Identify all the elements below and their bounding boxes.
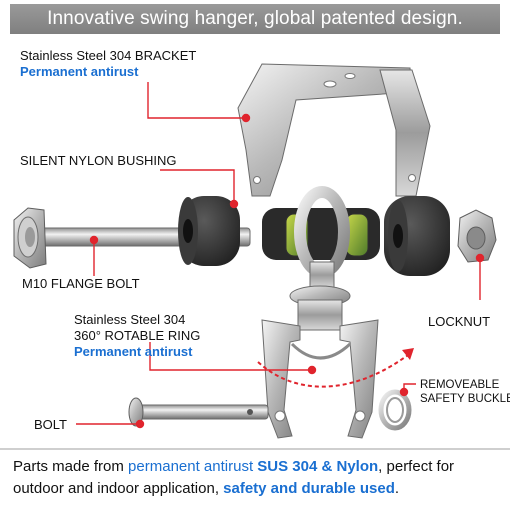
ring-antirust-label: Permanent antirust — [74, 344, 193, 359]
ring-rotation-label: 360° ROTABLE RING — [74, 328, 201, 343]
locknut — [457, 209, 497, 263]
bracket-antirust-label: Permanent antirust — [20, 64, 139, 79]
footer-text-part3: SUS 304 & Nylon — [257, 458, 379, 475]
safety-buckle-ring — [378, 389, 412, 431]
footer-panel — [0, 446, 510, 510]
nylon-bushing-left — [178, 196, 240, 266]
leader-ring — [149, 342, 312, 371]
footer-description: Parts made from permanent antirust SUS 3… — [13, 456, 503, 500]
swivel-bearing-assembly — [262, 186, 380, 289]
leader-flange-bolt-dot — [89, 235, 99, 245]
leader-bracket-dot — [241, 113, 251, 123]
footer-text-part4: , perfect for outdoor and indoor applica… — [13, 458, 455, 497]
bracket-label: Stainless Steel 304 BRACKET — [20, 48, 197, 63]
flange-bolt-label: M10 FLANGE BOLT — [22, 276, 140, 291]
leader-bolt-dot — [135, 419, 145, 429]
footer-divider — [0, 448, 510, 450]
footer-text-part2: permanent antirust — [128, 458, 258, 475]
leader-bracket — [147, 82, 246, 119]
bushing-label: SILENT NYLON BUSHING — [20, 153, 177, 168]
stainless-bracket — [237, 63, 431, 197]
buckle-label-line2: SAFETY BUCKLE — [420, 393, 510, 405]
locknut-label: LOCKNUT — [428, 314, 491, 329]
banner-title: Innovative swing hanger, global patented… — [47, 8, 463, 29]
leader-bushing — [160, 169, 235, 204]
clevis-pin — [128, 397, 269, 427]
rotatable-ring-clevis — [261, 285, 379, 439]
leader-bushing-dot — [229, 199, 239, 209]
callout-leaders — [76, 82, 485, 429]
bolt-label: BOLT — [34, 417, 67, 432]
leader-ring-dot — [307, 365, 317, 375]
buckle-label-line1: REMOVEABLE — [420, 379, 500, 391]
title-banner: Innovative swing hanger, global patented… — [10, 4, 500, 34]
nylon-bushing-right — [384, 196, 450, 276]
rotation-arrow — [257, 348, 414, 388]
footer-text-part1: Parts made from — [13, 458, 129, 475]
footer-text-part6: . — [394, 480, 400, 497]
ring-material-label: Stainless Steel 304 — [74, 312, 186, 327]
leader-locknut-dot — [475, 253, 485, 263]
footer-text-part5: safety and durable used — [223, 480, 395, 497]
leader-buckle-dot — [399, 387, 409, 397]
